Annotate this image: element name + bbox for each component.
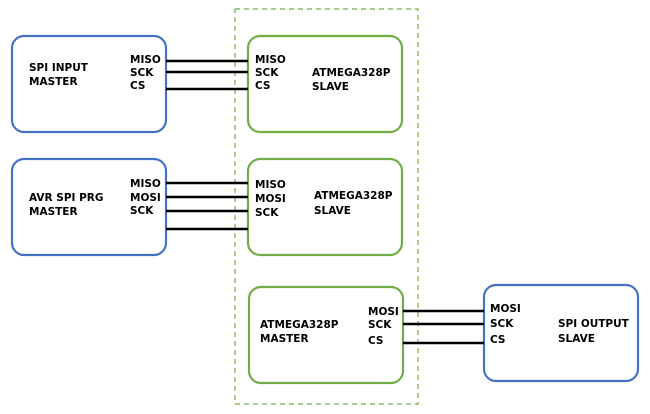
slave2-title-line1: ATMEGA328P [314,190,393,202]
avr-spi-prg-master-box [10,157,168,257]
spi-output-slave-box [482,283,640,383]
slave2-pin-sck: SCK [255,207,279,219]
slave2-box [246,157,404,257]
master3-pin-cs: CS [368,335,383,347]
bus-master3-to-output [403,309,484,345]
spi-output-slave-block: MOSI SCK CS SPI OUTPUT SLAVE [482,283,640,383]
slave1-pin-sck: SCK [255,67,279,79]
master3-box [247,285,405,385]
spi-output-slave-pin-sck: SCK [490,318,514,330]
spi-input-master-pin-sck: SCK [130,67,154,79]
avr-spi-prg-master-title-line2: MASTER [29,206,78,218]
spi-output-slave-pin-cs: CS [490,334,505,346]
slave1-title-line1: ATMEGA328P [312,67,391,79]
slave1-box [246,34,404,134]
spi-input-master-pin-cs: CS [130,80,145,92]
slave2-title-line2: SLAVE [314,205,351,217]
master3-pin-sck: SCK [368,319,392,331]
slave1-title-line2: SLAVE [312,81,349,93]
slave2-block: MISO MOSI SCK ATMEGA328P SLAVE [246,157,404,257]
avr-spi-prg-master-pin-mosi: MOSI [130,192,161,204]
spi-input-master-pin-miso: MISO [130,54,161,66]
atmega-group-frame [234,8,419,405]
slave2-pin-mosi: MOSI [255,193,286,205]
avr-spi-prg-master-title-line1: AVR SPI PRG [29,192,104,204]
slave1-pin-cs: CS [255,80,270,92]
bus-prg-to-slave2 [166,181,248,231]
master3-title-line1: ATMEGA328P [260,319,339,331]
spi-input-master-title-line2: MASTER [29,76,78,88]
slave1-pin-miso: MISO [255,54,286,66]
spi-input-master-box [10,34,168,134]
master3-block: ATMEGA328P MASTER MOSI SCK CS [247,285,405,385]
spi-output-slave-title-line1: SPI OUTPUT [558,318,630,330]
slave1-block: MISO SCK CS ATMEGA328P SLAVE [246,34,404,134]
bus-input-to-slave1 [166,59,248,91]
avr-spi-prg-master-pin-miso: MISO [130,178,161,190]
spi-input-master-title-line1: SPI INPUT [29,62,89,74]
spi-output-slave-title-line2: SLAVE [558,333,595,345]
master3-title-line2: MASTER [260,333,309,345]
master3-pin-mosi: MOSI [368,306,399,318]
slave2-pin-miso: MISO [255,179,286,191]
spi-input-master-block: SPI INPUT MASTER MISO SCK CS [10,34,168,134]
spi-output-slave-pin-mosi: MOSI [490,303,521,315]
avr-spi-prg-master-pin-sck: SCK [130,205,154,217]
avr-spi-prg-master-block: AVR SPI PRG MASTER MISO MOSI SCK [10,157,168,257]
